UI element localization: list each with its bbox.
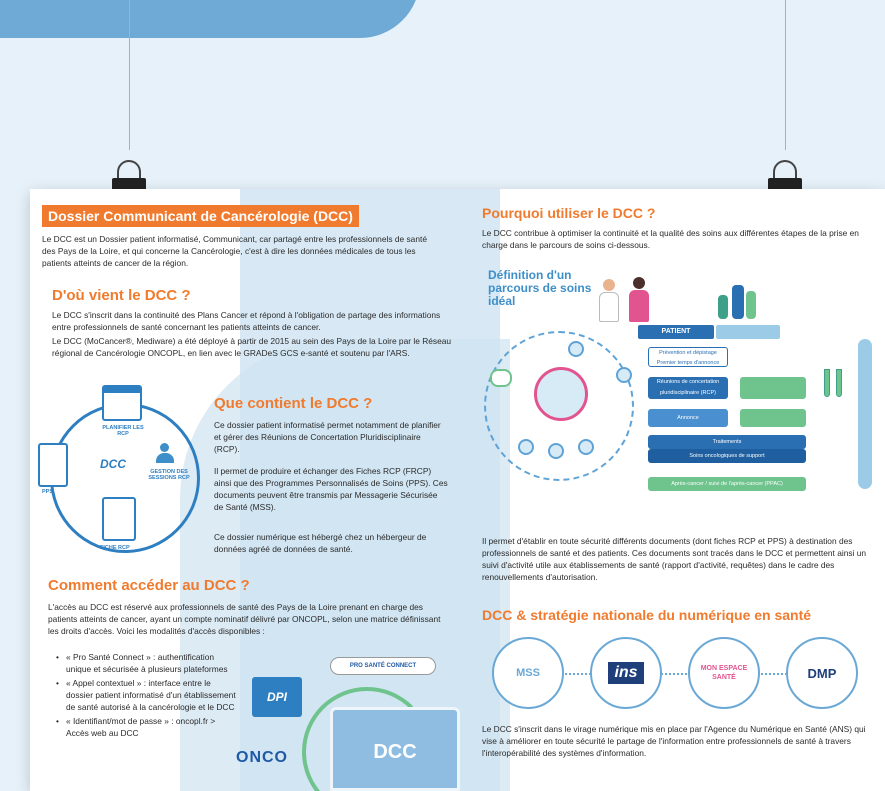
professional-avatar bbox=[518, 439, 534, 455]
path-title: Définition d'un parcours de soins idéal bbox=[488, 268, 592, 308]
access-item: « Pro Santé Connect » : authentification… bbox=[56, 651, 236, 675]
strategy-text: Le DCC s'inscrit dans le virage numériqu… bbox=[482, 724, 866, 758]
patient-figure-icon bbox=[628, 277, 650, 323]
why-text: Il permet d'établir en toute sécurité di… bbox=[482, 536, 867, 582]
calendar-icon bbox=[102, 385, 142, 421]
onco-logo: ONCO bbox=[236, 749, 288, 766]
access-list: « Pro Santé Connect » : authentification… bbox=[56, 651, 236, 739]
diagram-planifier-label: PLANIFIER LES RCP bbox=[102, 425, 144, 437]
path-step-bar-side bbox=[740, 409, 806, 427]
access-title: Comment accéder au DCC ? bbox=[48, 577, 250, 594]
central-patient-avatar bbox=[534, 367, 588, 421]
professional-avatar bbox=[578, 439, 594, 455]
dmp-logo: DMP bbox=[786, 637, 858, 709]
intro-text: Le DCC est un Dossier patient informatis… bbox=[42, 234, 427, 268]
patient-badge: PATIENT bbox=[638, 325, 714, 339]
access-item: « Appel contextuel » : interface entre l… bbox=[56, 677, 236, 713]
diagram-pps-label: PPS bbox=[42, 489, 54, 495]
chat-bubble-icon bbox=[490, 369, 512, 387]
content-text-1: Ce dossier patient informatisé permet no… bbox=[214, 420, 441, 454]
professional-avatar bbox=[568, 341, 584, 357]
path-step-bar: Traitements bbox=[648, 435, 806, 449]
diagram-gestion-label: GESTION DES SESSIONS RCP bbox=[148, 469, 190, 481]
patient-badge-extension bbox=[716, 325, 780, 339]
origin-title: D'où vient le DCC ? bbox=[52, 287, 191, 304]
content-title: Que contient le DCC ? bbox=[214, 395, 373, 412]
path-step-bar: Soins oncologiques de support bbox=[648, 449, 806, 463]
dmp-logo-label: DMP bbox=[807, 665, 837, 681]
poster: Dossier Communicant de Cancérologie (DCC… bbox=[30, 189, 885, 791]
wall-decoration bbox=[0, 0, 420, 38]
path-step-bar-side bbox=[740, 377, 806, 399]
dpi-card: DPI bbox=[252, 677, 302, 717]
diagram-center-label: DCC bbox=[100, 457, 126, 471]
people-icon bbox=[154, 443, 180, 465]
path-step-bar: Après-cancer / suivi de l'après-cancer (… bbox=[648, 477, 806, 491]
mss-logo-label: MSS bbox=[516, 667, 540, 679]
access-item: « Identifiant/mot de passe » : oncopl.fr… bbox=[56, 715, 236, 739]
connection-arc bbox=[302, 687, 432, 791]
mss-logo: MSS bbox=[492, 637, 564, 709]
content-text-3: Ce dossier numérique est hébergé chez un… bbox=[214, 532, 427, 554]
hanging-wire bbox=[129, 0, 130, 150]
path-step-bar: Annonce bbox=[648, 409, 728, 427]
why-intro: Le DCC contribue à optimiser la continui… bbox=[482, 228, 859, 250]
path-step-bar: Réunions de concertation pluridisciplina… bbox=[648, 377, 728, 399]
content-text-2: Il permet de produire et échanger des Fi… bbox=[214, 466, 448, 512]
test-tubes-icon bbox=[822, 369, 846, 397]
professional-avatar bbox=[548, 443, 564, 459]
diagram-fiche-label: FICHE RCP bbox=[100, 545, 130, 551]
ins-logo-label: ins bbox=[608, 662, 644, 684]
strategy-title: DCC & stratégie nationale du numérique e… bbox=[482, 607, 812, 623]
mon-espace-sante-logo-label: MON ESPACE SANTÉ bbox=[700, 665, 748, 681]
timeline-bar bbox=[858, 339, 872, 489]
care-path-illustration: Définition d'un parcours de soins idéal … bbox=[478, 259, 880, 519]
main-title: Dossier Communicant de Cancérologie (DCC… bbox=[42, 205, 359, 227]
care-network-circle bbox=[484, 331, 634, 481]
access-text: L'accès au DCC est réservé aux professio… bbox=[48, 602, 441, 636]
path-step-bar: Prévention et dépistage Premier temps d'… bbox=[648, 347, 728, 367]
fiche-rcp-document-icon bbox=[102, 497, 136, 541]
origin-text-1: Le DCC s'inscrit dans la continuité des … bbox=[52, 310, 441, 332]
mon-espace-sante-logo: MON ESPACE SANTÉ bbox=[688, 637, 760, 709]
why-title: Pourquoi utiliser le DCC ? bbox=[482, 205, 656, 221]
origin-text-2: Le DCC (MoCancer®, Mediware) a été déplo… bbox=[52, 336, 452, 358]
ins-logo: ins bbox=[590, 637, 662, 709]
family-icon bbox=[718, 281, 758, 321]
pro-sante-connect-badge: PRO SANTÉ CONNECT bbox=[330, 657, 436, 675]
pps-document-icon bbox=[38, 443, 68, 487]
professional-avatar bbox=[616, 367, 632, 383]
doctor-figure-icon bbox=[598, 279, 620, 323]
hanging-wire bbox=[785, 0, 786, 150]
dcc-screen: DCC bbox=[330, 707, 460, 791]
